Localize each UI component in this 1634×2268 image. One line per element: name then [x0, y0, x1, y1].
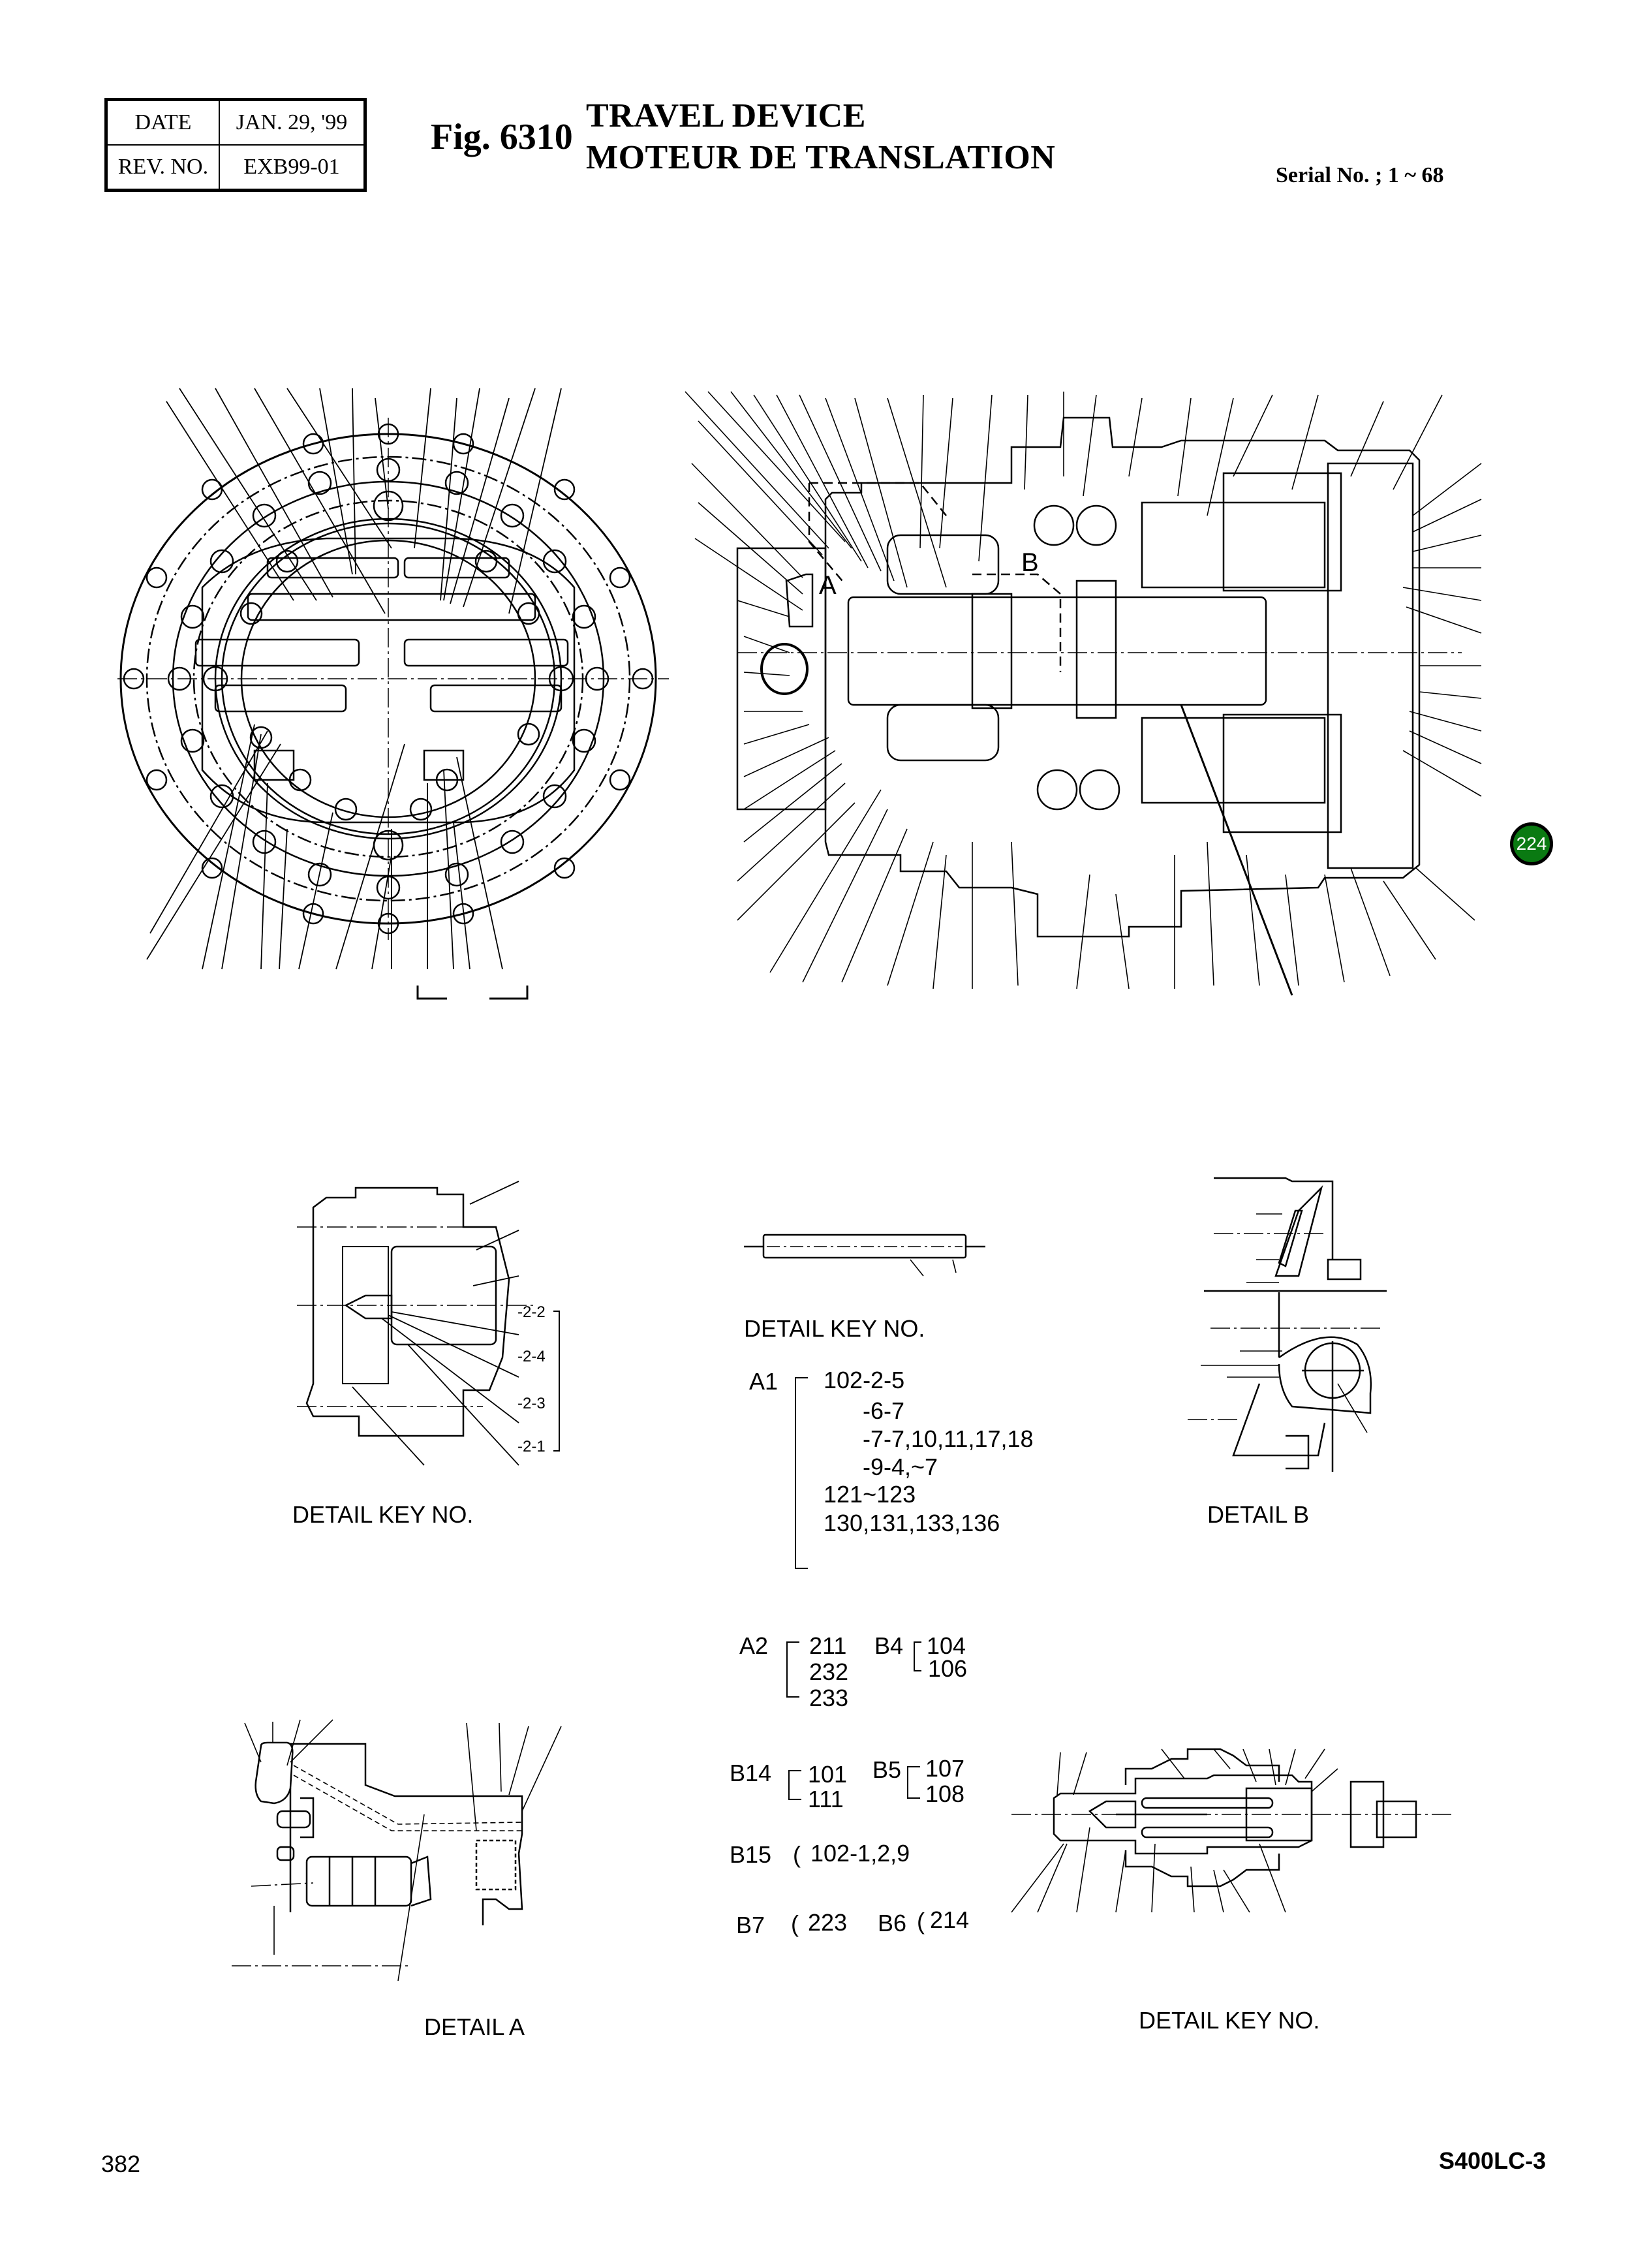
rev-value: EXB99-01 — [219, 144, 366, 191]
detail-a-caption: DETAIL A — [424, 2013, 525, 2040]
key-item: -7-7,10,11,17,18 — [863, 1425, 1034, 1452]
key-bracket — [786, 1641, 799, 1698]
key-item: 104 — [927, 1632, 966, 1659]
key-item: -9-4,~7 — [863, 1453, 938, 1480]
key-paren-icon: ( — [917, 1908, 925, 1934]
key-paren-icon: ( — [791, 1910, 799, 1937]
key-item: 233 — [809, 1685, 849, 1711]
key-group-label: A1 — [749, 1368, 778, 1395]
page-title-fr: MOTEUR DE TRANSLATION — [586, 139, 1056, 176]
key-item: 130,131,133,136 — [824, 1510, 1000, 1536]
key-item: 106 — [928, 1655, 968, 1682]
cross-section-drawing: A B — [672, 385, 1507, 999]
rev-row-revno: REV. NO. EXB99-01 — [105, 144, 366, 191]
end-view-drawing — [117, 379, 672, 999]
revision-table: DATE JAN. 29, '99 REV. NO. EXB99-01 — [104, 98, 367, 192]
detail-a-drawing — [222, 1684, 718, 1997]
key-item: 223 — [808, 1909, 848, 1936]
figure-number: Fig. 6310 — [431, 117, 573, 157]
key-item: 121~123 — [824, 1481, 916, 1508]
rev-value: JAN. 29, '99 — [219, 99, 366, 146]
key-item: -6-7 — [863, 1397, 905, 1424]
detail-key-drawing-center — [744, 1227, 992, 1266]
key-bracket — [907, 1766, 920, 1799]
serial-range: Serial No. ; 1 ~ 68 — [1276, 163, 1444, 187]
key-group-label: B15 — [730, 1841, 772, 1868]
key-item: 211 — [809, 1632, 847, 1659]
detail-key-drawing-right — [998, 1736, 1468, 1912]
key-item: 232 — [809, 1658, 849, 1685]
key-item: 111 — [808, 1786, 844, 1812]
key-item: 108 — [925, 1780, 965, 1807]
detail-b-drawing — [1162, 1149, 1410, 1475]
detail-key-caption: DETAIL KEY NO. — [292, 1501, 474, 1528]
page-number: 382 — [101, 2151, 141, 2177]
page-title-en: TRAVEL DEVICE — [586, 97, 866, 134]
detail-key-caption: DETAIL KEY NO. — [1139, 2007, 1320, 2034]
detail-b-caption: DETAIL B — [1207, 1501, 1310, 1528]
key-bracket — [795, 1377, 808, 1569]
section-label-b: B — [1021, 548, 1039, 577]
part-ref: -2-3 — [517, 1395, 546, 1412]
section-label-a: A — [819, 571, 837, 600]
model-name: S400LC-3 — [1439, 2147, 1547, 2174]
rev-label: REV. NO. — [105, 144, 220, 191]
key-group-label: B14 — [730, 1760, 772, 1786]
key-paren-icon: ( — [793, 1841, 801, 1868]
part-ref: -2-2 — [517, 1303, 546, 1321]
key-bracket — [788, 1770, 801, 1800]
ref-bracket — [553, 1311, 560, 1452]
part-ref: -2-1 — [517, 1438, 546, 1455]
key-item: 102-2-5 — [824, 1367, 905, 1393]
key-item: 102-1,2,9 — [810, 1840, 910, 1867]
key-item: 107 — [925, 1755, 965, 1782]
key-bracket — [914, 1641, 921, 1671]
key-item: 214 — [930, 1906, 970, 1933]
key-group-label: B4 — [874, 1632, 904, 1659]
detail-key-drawing-left — [294, 1162, 568, 1462]
key-group-label: B7 — [736, 1912, 765, 1938]
callout-badge-224[interactable]: 224 — [1510, 822, 1553, 865]
key-group-label: A2 — [739, 1632, 769, 1659]
part-ref: -2-4 — [517, 1348, 546, 1365]
rev-row-date: DATE JAN. 29, '99 — [105, 99, 366, 146]
key-item: 101 — [808, 1761, 848, 1788]
rev-label: DATE — [105, 99, 220, 146]
key-group-label: B5 — [872, 1756, 902, 1783]
key-group-label: B6 — [878, 1910, 907, 1936]
detail-key-caption: DETAIL KEY NO. — [744, 1315, 925, 1342]
